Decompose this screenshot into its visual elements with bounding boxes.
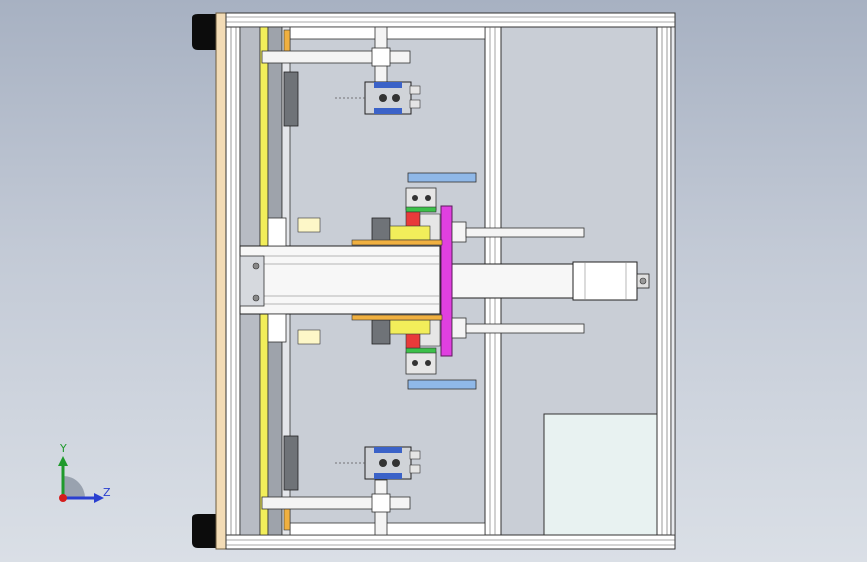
view-orientation-triad — [58, 456, 104, 503]
right-guide-rods — [451, 221, 585, 339]
inner-rail-top — [289, 26, 486, 40]
magenta-push-plate — [440, 205, 453, 357]
axis-y-label: Y — [60, 442, 67, 455]
lower-gripper-assembly — [267, 313, 477, 390]
rubber-bumper-top — [192, 14, 216, 50]
side-panel-lower-right — [543, 413, 658, 536]
main-cylinder-assembly — [239, 245, 650, 315]
base-plate — [215, 12, 227, 550]
top-guide-rod-assembly — [261, 26, 421, 115]
rubber-bumper-bottom — [192, 514, 216, 548]
upper-gripper-assembly — [267, 172, 477, 247]
axis-z-label: Z — [103, 486, 111, 499]
bottom-guide-rod-assembly — [261, 446, 421, 536]
inner-rail-bottom — [289, 522, 486, 536]
